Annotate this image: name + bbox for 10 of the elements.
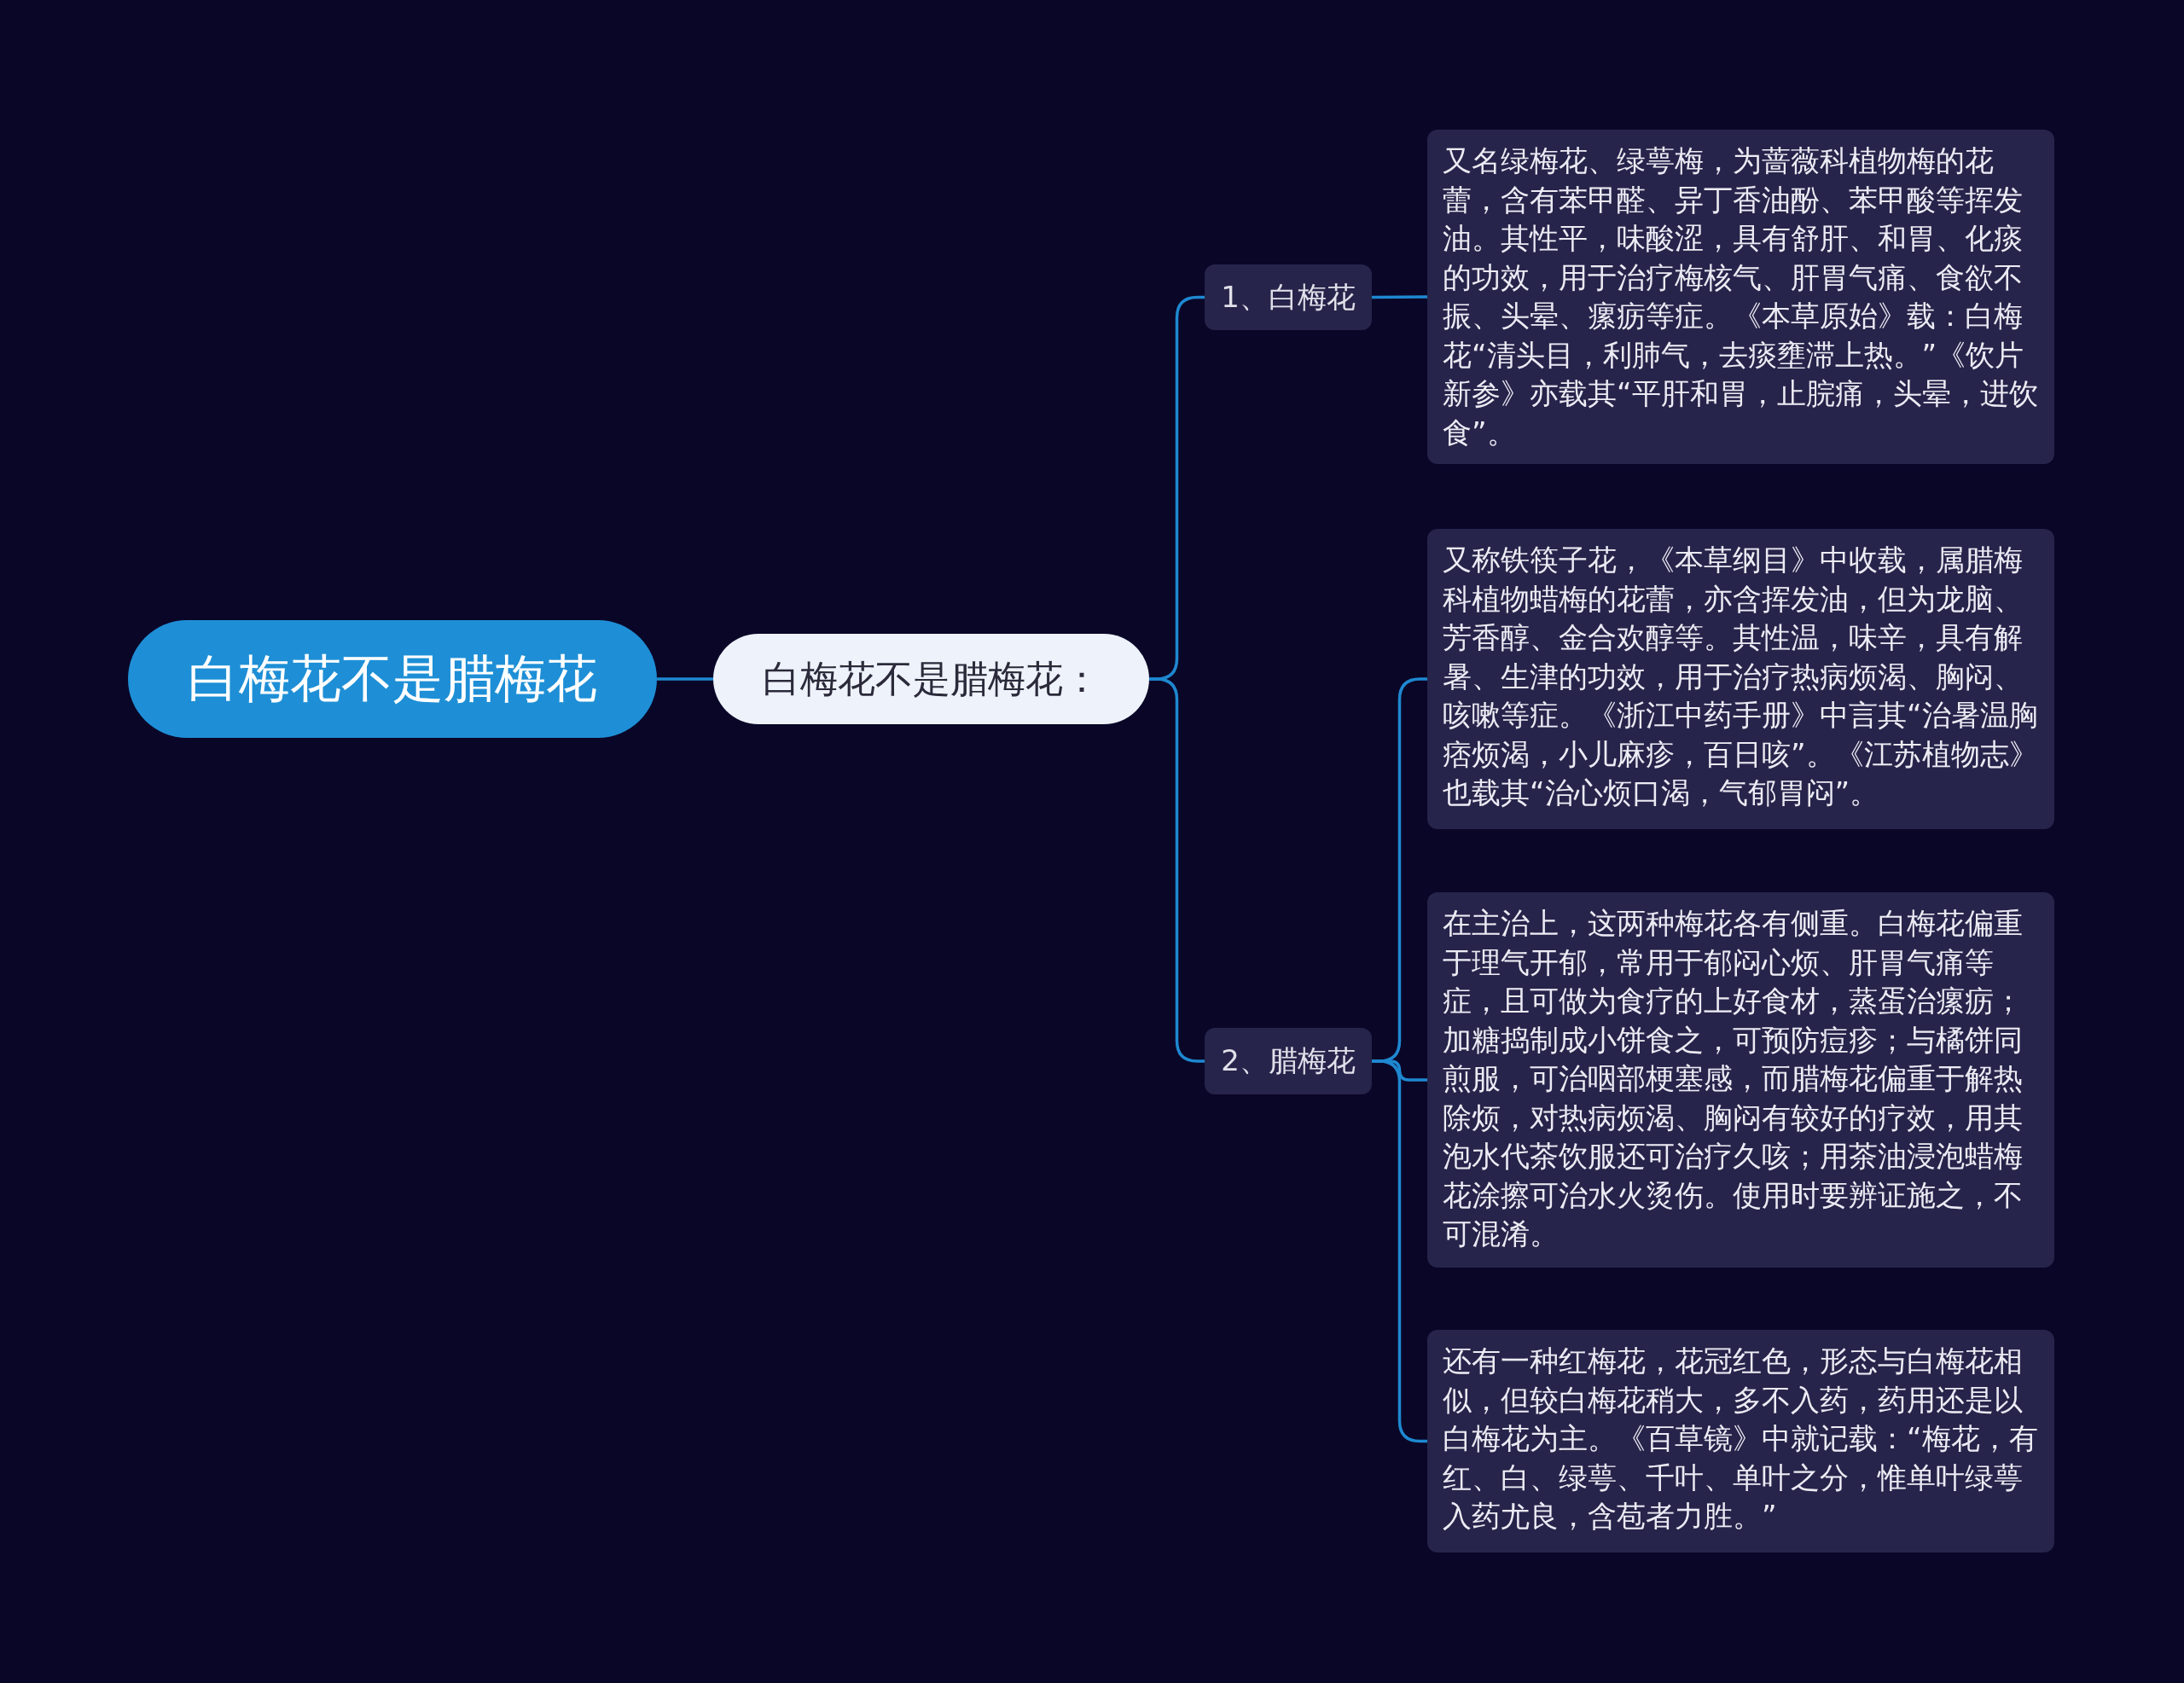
connector-line xyxy=(1372,295,1427,299)
text-card: 在主治上，这两种梅花各有侧重。白梅花偏重于理气开郁，常用于郁闷心烦、肝胃气痛等症，且可做为食疗的上好食材，蒸蛋治瘰疬；加糖捣制成小饼食之，可预防痘疹；与橘饼同煎服，可治咽部梗塞感，而腊梅花偏重于解热除烦，对热病烦渴、胸闷有较好的疗效，用其泡水代茶饮服还可治疗久咳；用茶油浸泡蜡梅花涂擦可治水火烫伤。使用时要辨证施之，不可混淆。 xyxy=(1427,892,2054,1268)
text-card: 还有一种红梅花，花冠红色，形态与白梅花相似，但较白梅花稍大，多不入药，药用还是以白梅花为主。《百草镜》中就记载：“梅花，有红、白、绿萼、千叶、单叶之分，惟单叶绿萼入药尤良，含苞者力胜。” xyxy=(1427,1330,2054,1552)
root-node: 白梅花不是腊梅花 xyxy=(128,620,657,738)
branch-node: 2、腊梅花 xyxy=(1205,1028,1372,1094)
text-card: 又名绿梅花、绿萼梅，为蔷薇科植物梅的花蕾，含有苯甲醛、异丁香油酚、苯甲酸等挥发油。其性平，味酸涩，具有舒肝、和胃、化痰的功效，用于治疗梅核气、肝胃气痛、食欲不振、头晕、瘰疬等症。《本草原始》载：白梅花“清头目，利肺气，去痰壅滞上热。”《饮片新参》亦载其“平肝和胃，止脘痛，头晕，进饮食”。 xyxy=(1427,130,2054,464)
text-card: 又称铁筷子花，《本草纲目》中收载，属腊梅科植物蜡梅的花蕾，亦含挥发油，但为龙脑、芳香醇、金合欢醇等。其性温，味辛，具有解暑、生津的功效，用于治疗热病烦渴、胸闷、咳嗽等症。《浙江中药手册》中言其“治暑温胸痞烦渴，小儿麻疹，百日咳”。《江苏植物志》也载其“治心烦口渴，气郁胃闷”。 xyxy=(1427,529,2054,829)
topic-node: 白梅花不是腊梅花： xyxy=(713,634,1149,724)
branch-node: 1、白梅花 xyxy=(1205,264,1372,330)
connector-line xyxy=(657,677,713,681)
